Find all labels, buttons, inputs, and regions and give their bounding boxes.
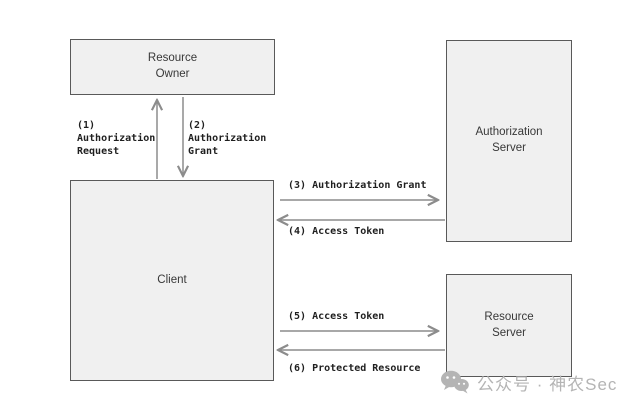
step4-label: (4) Access Token	[288, 226, 385, 237]
box-authorization-server: Authorization Server	[446, 40, 572, 242]
box-resource-owner-label: Resource Owner	[147, 52, 198, 80]
step3-label: (3) Authorization Grant	[288, 180, 427, 191]
wechat-icon	[441, 370, 469, 394]
step6-label: (6) Protected Resource	[288, 363, 421, 374]
box-resource-server: Resource Server	[446, 274, 572, 377]
box-resource-owner: Resource Owner	[70, 39, 275, 95]
watermark-text: 公众号 · 神农Sec	[477, 374, 618, 394]
box-resource-server-label: Resource Server	[484, 310, 534, 339]
watermark: 公众号 · 神农Sec	[440, 369, 617, 395]
box-client: Client	[70, 180, 274, 381]
step5-label: (5) Access Token	[288, 311, 385, 322]
box-client-label: Client	[157, 273, 187, 286]
step1-label: (1) Authorization Request	[77, 120, 156, 157]
step2-label: (2) Authorization Grant	[188, 120, 267, 157]
box-authorization-server-label: Authorization Server	[475, 126, 543, 154]
